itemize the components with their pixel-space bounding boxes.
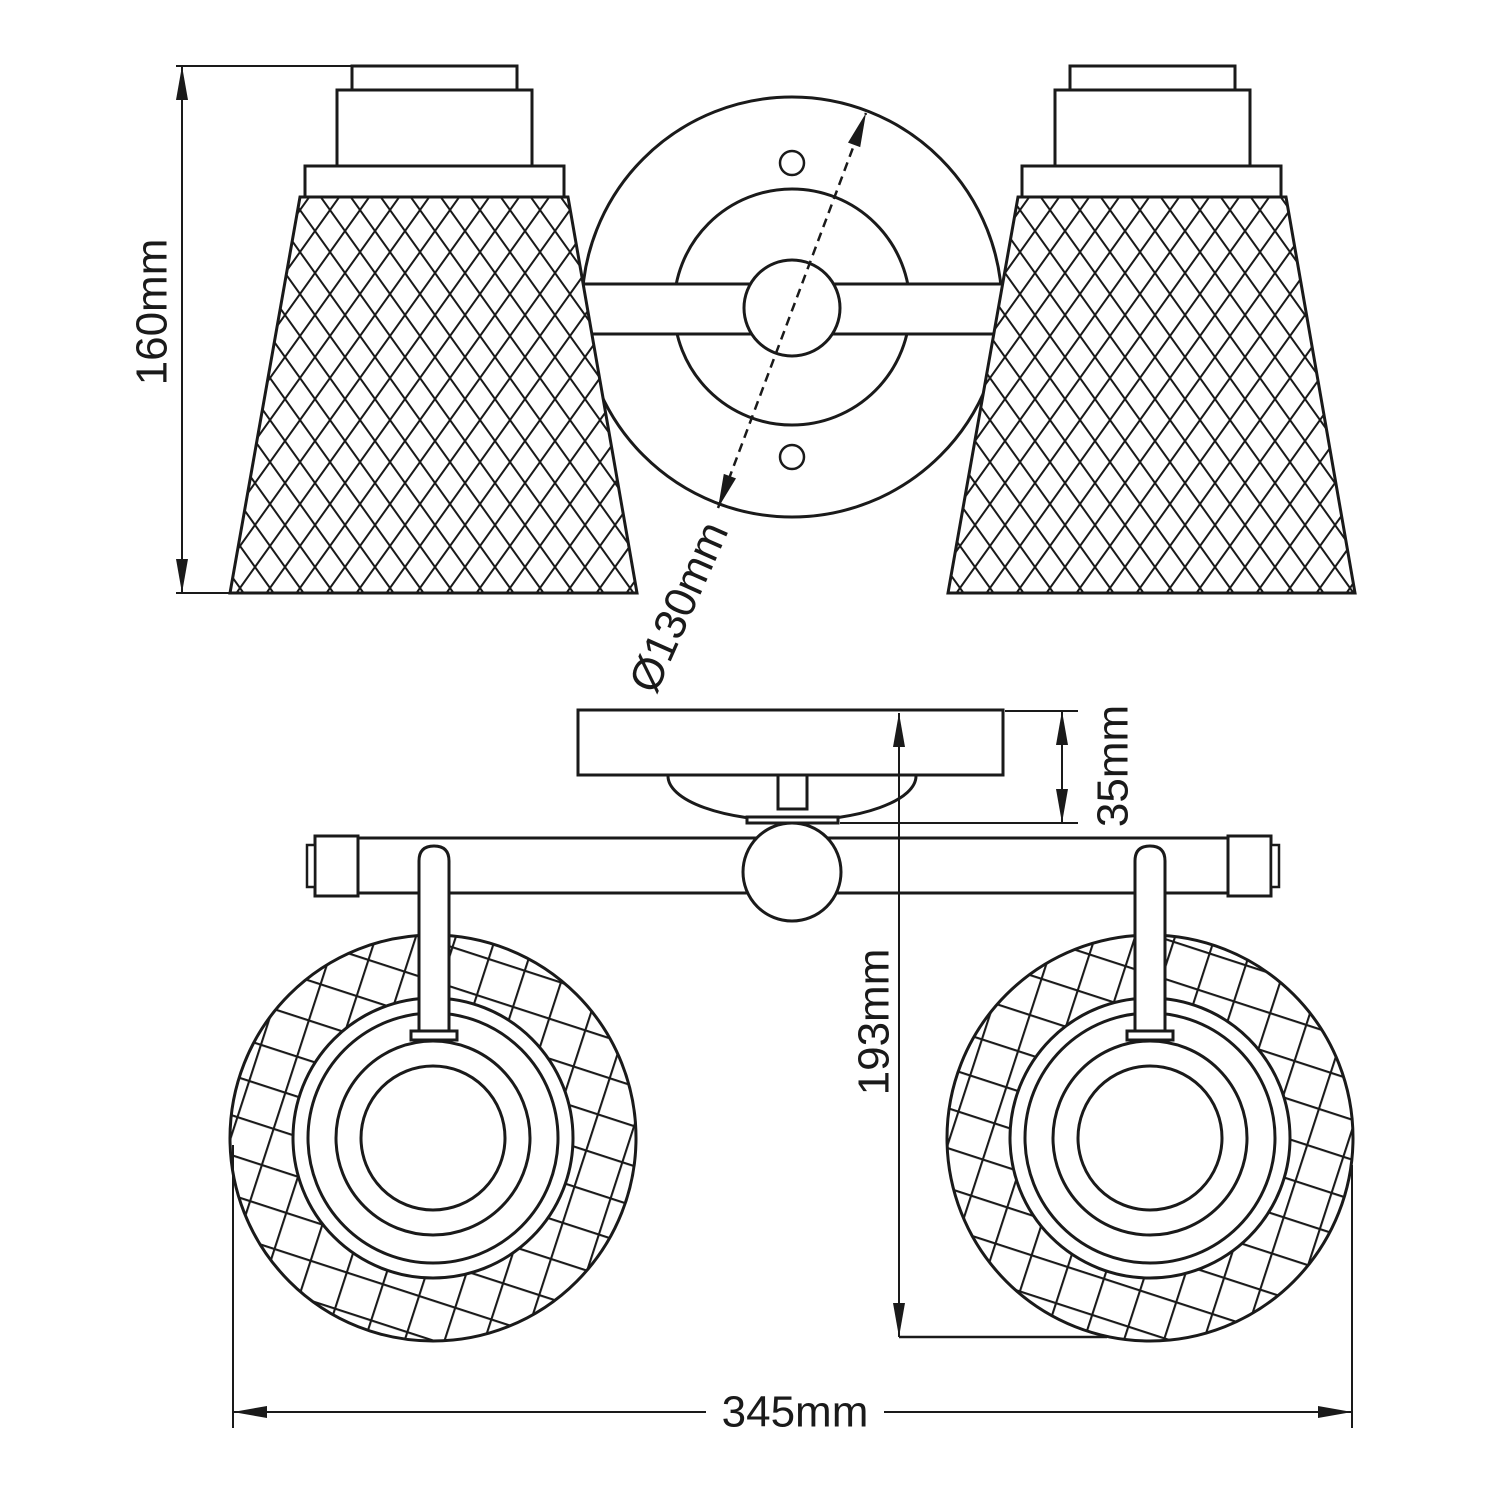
right-cap-band	[1020, 164, 1283, 199]
dimension-backplate-depth: 35mm	[1005, 705, 1138, 827]
label-overall-width: 345mm	[722, 1388, 869, 1437]
bar-end-cap-right	[1226, 834, 1273, 898]
front-elevation: Ø130mm 160mm	[128, 64, 1357, 700]
dimension-projection: 193mm	[850, 713, 1107, 1339]
left-cap-body	[335, 88, 534, 168]
arrowhead	[718, 473, 736, 508]
plan-view: 35mm 193mm 345mm	[228, 705, 1355, 1437]
arrowhead	[893, 1303, 905, 1337]
arrowhead	[1056, 711, 1068, 745]
left-shade-plan	[228, 844, 638, 1343]
right-glass-rim-inner	[1076, 1064, 1224, 1212]
bar-end-cap-left	[313, 834, 360, 898]
label-projection-depth: 193mm	[850, 949, 899, 1096]
arrowhead	[848, 113, 866, 148]
right-shade-plan	[945, 844, 1355, 1343]
bar-end-nub-left	[305, 843, 317, 889]
arrowhead	[176, 66, 188, 100]
screw-hole-top	[778, 149, 806, 177]
arrowhead	[233, 1406, 267, 1418]
right-shade-mesh	[946, 195, 1357, 595]
label-shade-height: 160mm	[128, 239, 177, 386]
label-backplate-depth: 35mm	[1089, 705, 1138, 827]
arrowhead	[893, 713, 905, 747]
diameter-dimension-line	[716, 112, 868, 509]
left-lamp-front	[228, 64, 639, 595]
right-lamp-front	[946, 64, 1357, 595]
left-arm-flange	[409, 1029, 459, 1042]
screw-hole-bottom	[778, 443, 806, 471]
ball-joint	[741, 821, 843, 923]
arrowhead	[1056, 789, 1068, 823]
right-cap-body	[1053, 88, 1252, 168]
right-arm-flange	[1125, 1029, 1175, 1042]
left-glass-rim-inner	[359, 1064, 507, 1212]
dimension-overall-width: 345mm	[232, 1145, 1353, 1437]
dimension-shade-height: 160mm	[128, 65, 352, 594]
left-cap-top	[350, 64, 519, 92]
right-cap-top	[1068, 64, 1237, 92]
left-cap-band	[303, 164, 566, 199]
left-shade-mesh	[228, 195, 639, 595]
backplate-plan	[576, 708, 1005, 777]
arrowhead	[176, 559, 188, 593]
bar-end-nub-right	[1269, 843, 1281, 889]
left-arm-plan	[417, 844, 451, 1033]
right-arm-plan	[1133, 844, 1167, 1033]
canopy-stem	[776, 773, 809, 811]
arrowhead	[1318, 1406, 1352, 1418]
